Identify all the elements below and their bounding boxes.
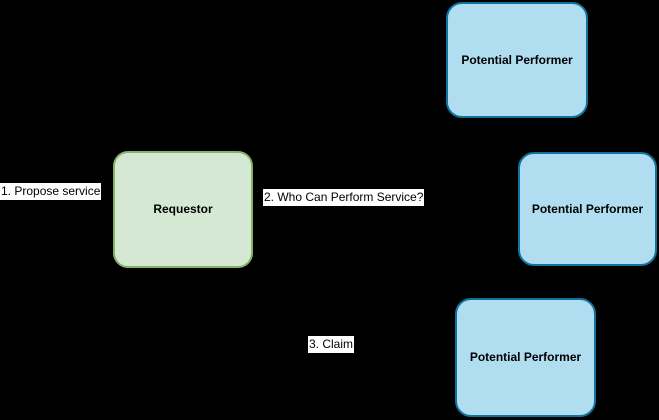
node-requestor-label: Requestor: [153, 202, 213, 217]
node-potential-performer-top-label: Potential Performer: [461, 52, 573, 67]
node-potential-performer-middle[interactable]: Potential Performer: [518, 152, 657, 266]
node-potential-performer-bottom-label: Potential Performer: [469, 350, 582, 365]
edge-label-propose-service[interactable]: 1. Propose service: [0, 183, 102, 200]
node-requestor[interactable]: Requestor: [113, 151, 253, 268]
node-potential-performer-bottom[interactable]: Potential Performer: [455, 298, 596, 417]
node-potential-performer-top[interactable]: Potential Performer: [446, 2, 588, 118]
node-potential-performer-middle-label: Potential Performer: [531, 201, 644, 216]
edge-label-claim[interactable]: 3. Claim: [308, 336, 355, 353]
edge-label-who-can-perform-service[interactable]: 2. Who Can Perform Service?: [263, 189, 425, 206]
